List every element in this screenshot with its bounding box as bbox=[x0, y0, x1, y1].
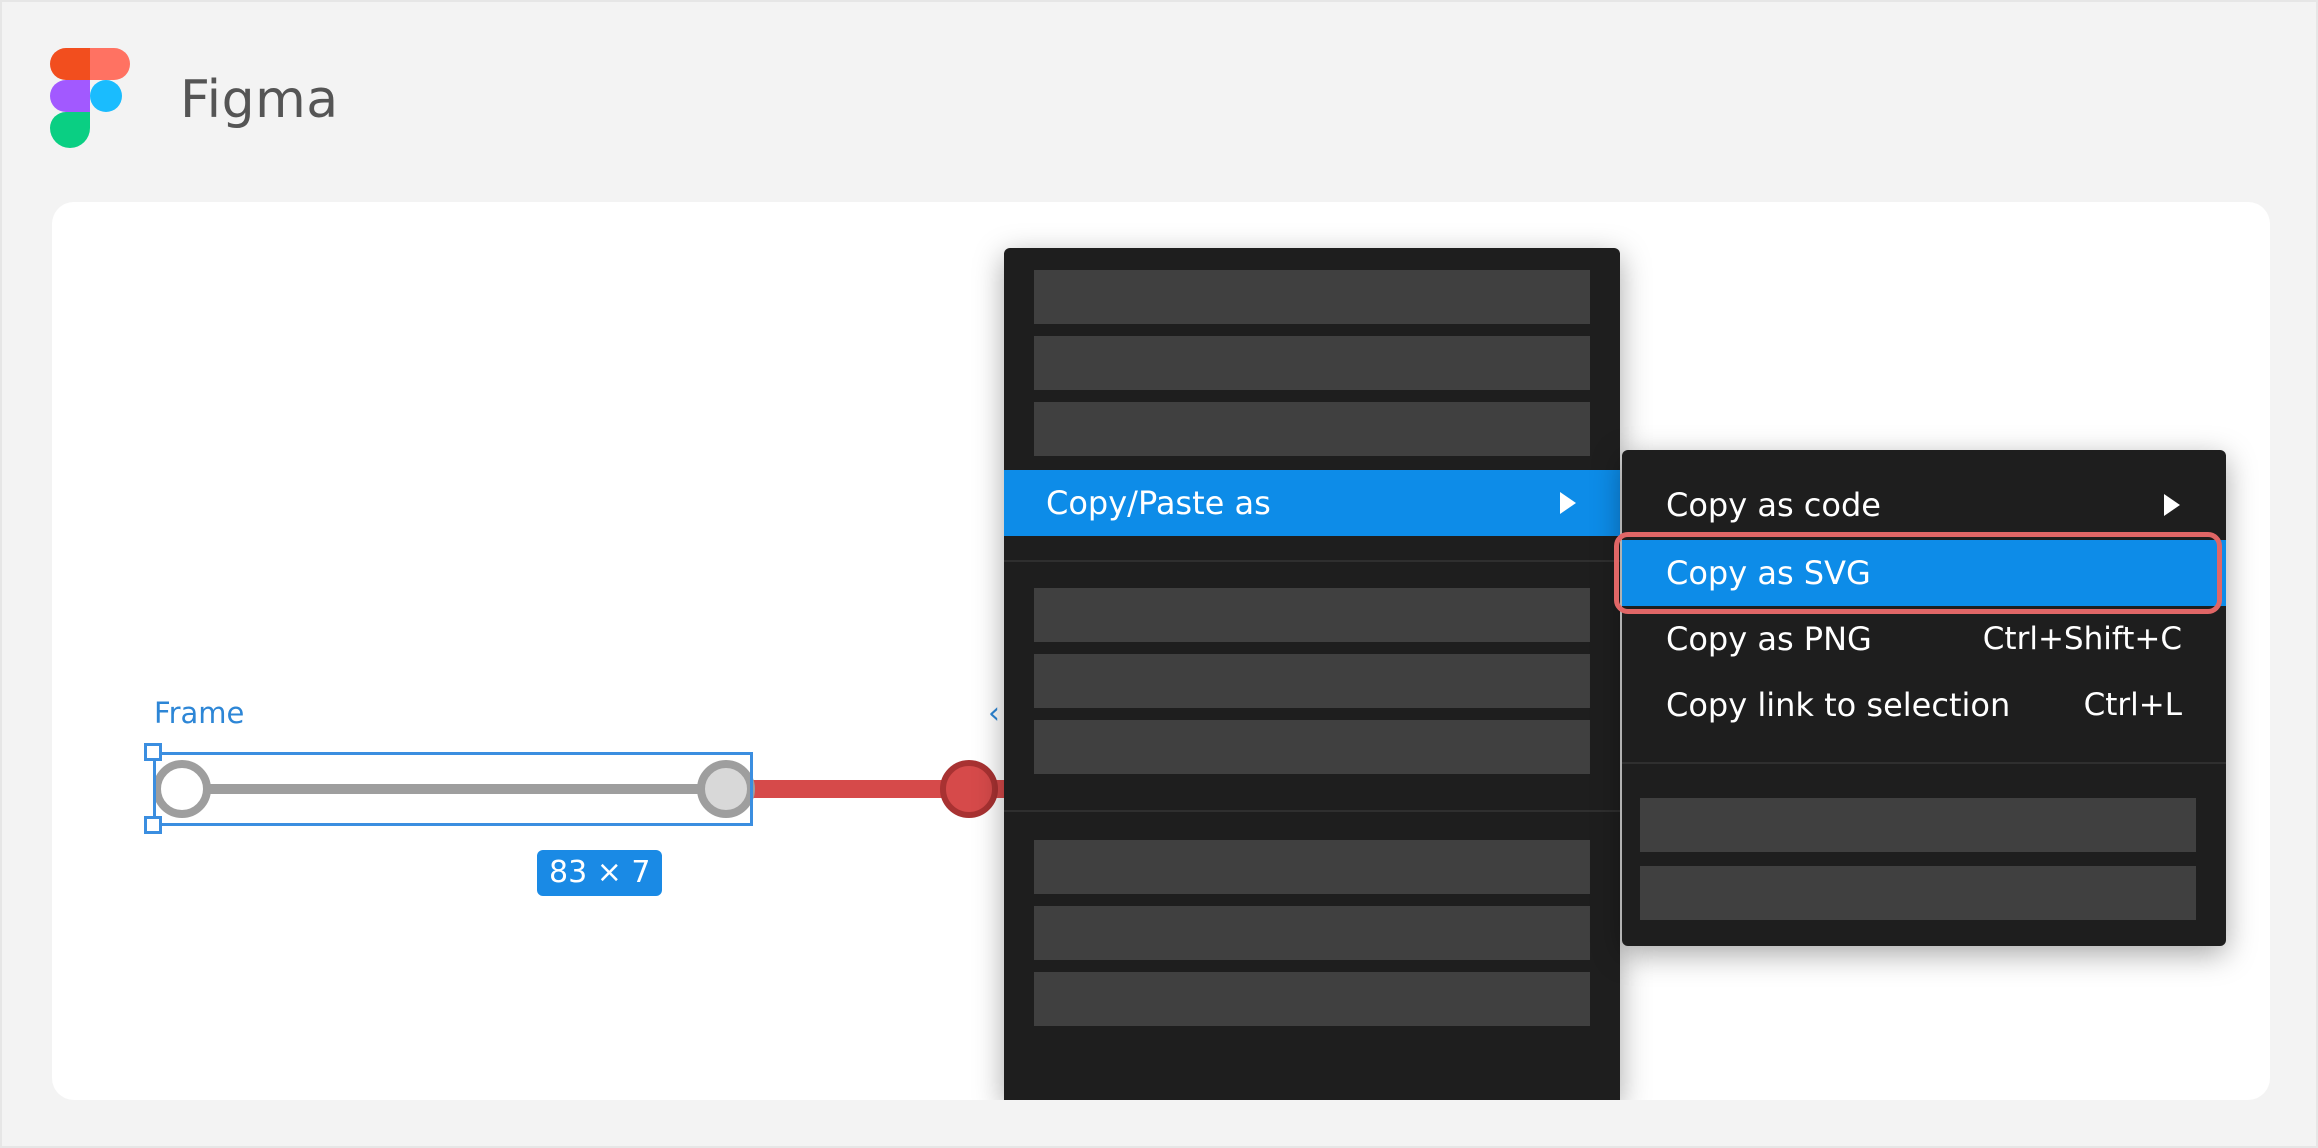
menu-placeholder bbox=[1640, 866, 2196, 920]
selection-box[interactable] bbox=[153, 752, 753, 826]
submenu-item-copy-as-svg[interactable]: Copy as SVG bbox=[1622, 540, 2226, 606]
slider-track bbox=[188, 784, 788, 794]
submenu: Copy as code Copy as SVG Copy as PNG Ctr… bbox=[1622, 450, 2226, 946]
size-badge: 83 × 7 bbox=[537, 850, 663, 896]
app-title: Figma bbox=[180, 70, 339, 130]
submenu-item-copy-as-png[interactable]: Copy as PNG Ctrl+Shift+C bbox=[1622, 606, 2226, 672]
shortcut-label: Ctrl+Shift+C bbox=[1982, 621, 2182, 657]
menu-divider bbox=[1004, 560, 1620, 562]
menu-placeholder bbox=[1034, 336, 1590, 390]
slider-knob-start[interactable] bbox=[153, 760, 211, 818]
figma-logo-icon bbox=[50, 48, 130, 152]
menu-placeholder bbox=[1034, 906, 1590, 960]
resize-handle-bottom-left[interactable] bbox=[144, 816, 162, 834]
frame-label[interactable]: Frame bbox=[154, 696, 245, 730]
menu-divider bbox=[1004, 810, 1620, 812]
menu-placeholder bbox=[1034, 270, 1590, 324]
menu-item-copy-paste-as[interactable]: Copy/Paste as bbox=[1004, 470, 1620, 536]
menu-item-label: Copy link to selection bbox=[1666, 686, 2011, 724]
submenu-arrow-icon bbox=[1560, 492, 1576, 514]
menu-item-label: Copy as PNG bbox=[1666, 620, 1872, 658]
menu-placeholder bbox=[1034, 402, 1590, 456]
menu-placeholder bbox=[1640, 798, 2196, 852]
menu-placeholder bbox=[1034, 840, 1590, 894]
menu-placeholder bbox=[1034, 654, 1590, 708]
menu-item-label: Copy as code bbox=[1666, 486, 1881, 524]
context-menu: Copy/Paste as bbox=[1004, 248, 1620, 1100]
menu-item-label: Copy as SVG bbox=[1666, 554, 1871, 592]
shortcut-label: Ctrl+L bbox=[2083, 687, 2182, 723]
menu-divider bbox=[1622, 762, 2226, 764]
submenu-arrow-icon bbox=[2164, 494, 2180, 516]
resize-handle-top-left[interactable] bbox=[144, 743, 162, 761]
menu-placeholder bbox=[1034, 588, 1590, 642]
menu-item-label: Copy/Paste as bbox=[1046, 484, 1271, 522]
submenu-item-copy-link[interactable]: Copy link to selection Ctrl+L bbox=[1622, 672, 2226, 738]
submenu-item-copy-as-code[interactable]: Copy as code bbox=[1622, 472, 2226, 538]
slider-knob-end[interactable] bbox=[940, 760, 998, 818]
menu-placeholder bbox=[1034, 972, 1590, 1026]
menu-placeholder bbox=[1034, 720, 1590, 774]
chevron-left-icon: ‹ bbox=[988, 696, 1000, 731]
